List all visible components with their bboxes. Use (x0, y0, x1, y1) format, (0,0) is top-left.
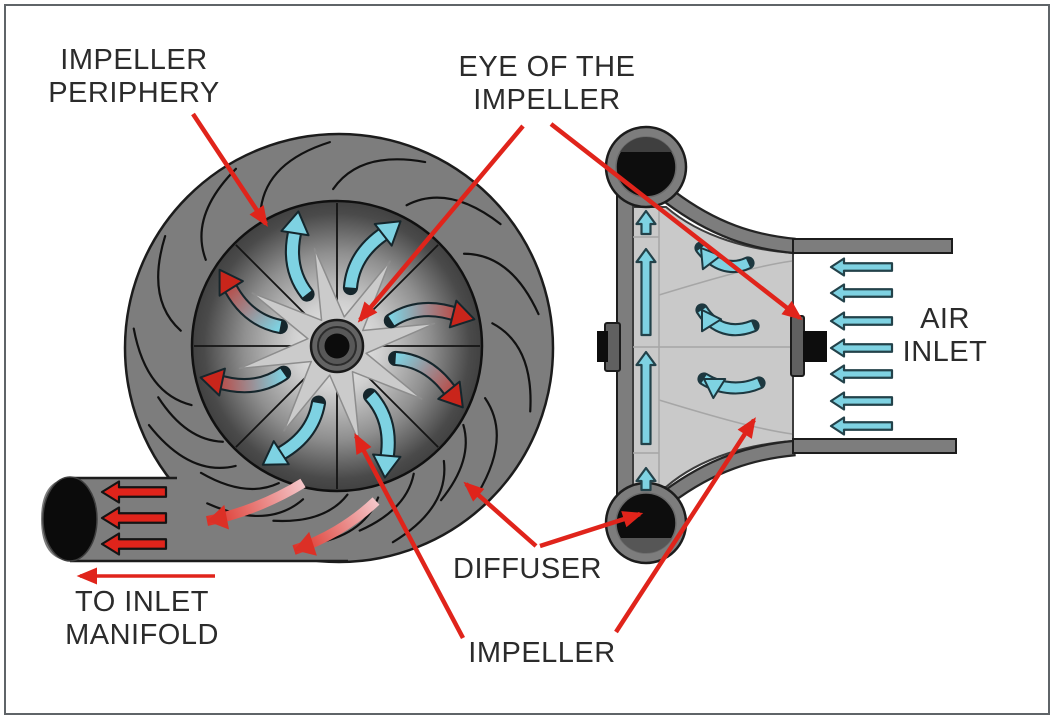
label-line: IMPELLER (473, 84, 621, 116)
block-arrow (100, 480, 168, 504)
arrow-shaft (388, 304, 462, 326)
label-impeller: IMPELLER (437, 637, 647, 670)
inlet-duct-wall-bottom (792, 438, 957, 454)
arrow-head (199, 367, 226, 397)
arrow-head (372, 453, 402, 479)
diffuser-vane-arcs (132, 141, 540, 547)
arrow-head (373, 220, 402, 247)
block-arrow (100, 532, 168, 556)
block-arrow (829, 283, 894, 303)
label-arrow (354, 432, 465, 640)
block-arrow (829, 364, 894, 384)
vane-arc (132, 327, 193, 407)
arrow-head (700, 309, 723, 333)
arrow-shaft (222, 280, 282, 332)
label-eye-of-impeller: EYE OF THE IMPELLER (430, 51, 664, 117)
block-arrow (635, 209, 657, 236)
arrow-shaft (395, 352, 458, 399)
vane-arc (200, 167, 238, 261)
arrow-shaft (286, 225, 312, 298)
vane-arc (358, 472, 415, 532)
side-view (597, 125, 957, 565)
vane-arc (391, 459, 446, 544)
shaft-stub-left (597, 331, 608, 362)
arrow-head (448, 299, 476, 329)
outlet-pipe-opening (42, 476, 98, 562)
label-line: PERIPHERY (48, 77, 220, 109)
arrow-head (207, 504, 230, 530)
rotor-flow-arrows (199, 210, 476, 479)
callout-arrows (76, 112, 803, 640)
label-air-inlet: AIR INLET (880, 303, 1010, 369)
label-impeller-periphery: IMPELLER PERIPHERY (28, 44, 240, 110)
block-arrow (829, 391, 894, 411)
vane-arc (491, 322, 532, 413)
front-view (41, 132, 555, 564)
vane-arc (157, 234, 182, 332)
air-inlet-arrows (829, 257, 894, 436)
label-arrow (357, 124, 525, 323)
label-line: EYE OF THE (458, 51, 636, 83)
shroud-inner-line-bottom (658, 399, 793, 435)
arrow-shaft (345, 226, 392, 289)
block-arrow (635, 466, 657, 492)
outlet-pipe-arrows (100, 480, 168, 556)
label-arrow (463, 481, 538, 548)
arrow-head (280, 210, 310, 237)
arrow-head (218, 268, 244, 297)
inducer-flow-arrows (694, 241, 766, 400)
vane-arc (462, 252, 540, 316)
vane-arc (332, 158, 427, 191)
label-arrow (549, 122, 803, 321)
label-arrow (539, 511, 644, 549)
label-line: IMPELLER (60, 44, 208, 76)
label-arrow (614, 417, 756, 634)
label-line: MANIFOLD (65, 619, 219, 651)
arrow-shaft (366, 392, 394, 464)
label-line: INLET (902, 336, 988, 368)
column-flow-arrows (635, 209, 657, 492)
block-arrow (829, 257, 894, 277)
block-arrow (829, 311, 894, 331)
vane-arc (157, 396, 224, 443)
eye-nose (790, 315, 805, 377)
shroud-band-bottom (664, 442, 796, 502)
block-arrow (829, 416, 894, 436)
label-diffuser: DIFFUSER (425, 553, 630, 586)
arrow-head (700, 247, 722, 271)
inlet-duct-wall-top (792, 238, 953, 254)
scroll-chord-top (620, 136, 672, 152)
arrow-shaft (273, 401, 324, 462)
label-to-inlet-manifold: TO INLET MANIFOLD (30, 586, 254, 652)
vane-arc (199, 471, 280, 491)
arrow-head (261, 440, 290, 466)
label-line: TO INLET (75, 586, 209, 618)
vane-arc (439, 423, 467, 502)
discharge-flow-arrows (206, 478, 380, 556)
arrow-head (437, 380, 464, 409)
block-arrow (635, 350, 657, 446)
block-arrow (635, 247, 657, 337)
scroll-chord-bottom (620, 538, 672, 554)
label-line: AIR (920, 303, 970, 335)
vane-arc (147, 423, 237, 469)
vane-arc (405, 196, 502, 226)
shroud-band-top (666, 192, 796, 252)
shaft-stub-right (803, 331, 827, 362)
arrow-head (294, 531, 317, 556)
label-line: IMPELLER (468, 637, 616, 669)
block-arrow (100, 506, 168, 530)
vane-arc (259, 141, 331, 210)
label-arrow (191, 112, 268, 227)
arrow-shaft (214, 368, 287, 392)
shroud-inner-line-top (658, 260, 793, 296)
label-line: DIFFUSER (453, 553, 602, 585)
vane-arc (206, 498, 305, 518)
vane-arc (272, 493, 349, 523)
arrow-head (703, 377, 727, 400)
block-arrow (829, 338, 894, 358)
hub-shaft (324, 333, 350, 359)
